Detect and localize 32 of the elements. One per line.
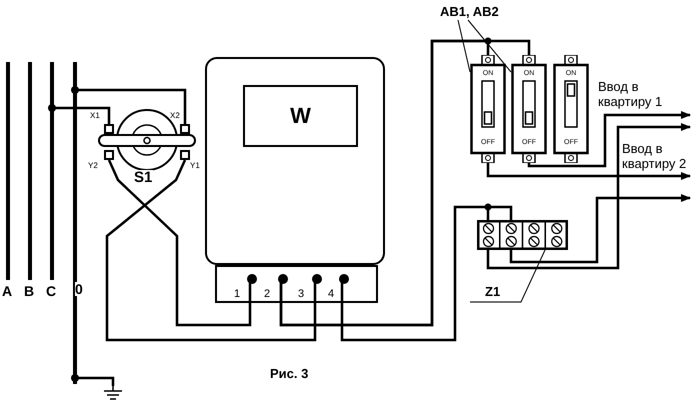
- meter-display: W: [243, 85, 358, 147]
- bus-label: 0: [75, 282, 83, 296]
- wire-arrow: [528, 111, 691, 168]
- terminal-number: 3: [298, 289, 304, 300]
- bus-label: B: [24, 284, 34, 298]
- leader-line: [458, 20, 470, 72]
- component-label: Z1: [485, 284, 509, 300]
- bus-label: A: [2, 284, 12, 298]
- wire-arrow: [486, 123, 691, 270]
- terminal-strip: [215, 265, 378, 303]
- wire: [106, 159, 316, 342]
- bus-label: C: [46, 284, 56, 298]
- wire-arrow: [510, 194, 691, 264]
- terminal-label: X2: [170, 112, 180, 120]
- output-label: Ввод в квартиру 2: [622, 141, 698, 171]
- terminal-number: 2: [264, 289, 270, 300]
- wire-arrow: [486, 163, 691, 180]
- leader-line: [468, 20, 512, 72]
- wire: [340, 206, 512, 342]
- terminal-number: 1: [234, 289, 240, 300]
- component-label: AB1, AB2: [440, 4, 502, 20]
- wire: [108, 159, 252, 326]
- meter-body: [205, 57, 385, 265]
- terminal-label: Y2: [88, 162, 98, 170]
- wire: [280, 40, 530, 326]
- figure-caption: Рис. 3: [270, 366, 308, 381]
- leader-line: [470, 250, 546, 302]
- component-label: S1: [133, 170, 154, 185]
- terminal-label: X1: [90, 112, 100, 120]
- terminal-label: Y1: [190, 162, 200, 170]
- output-label: Ввод в квартиру 1: [598, 79, 682, 109]
- terminal-number: 4: [328, 289, 334, 300]
